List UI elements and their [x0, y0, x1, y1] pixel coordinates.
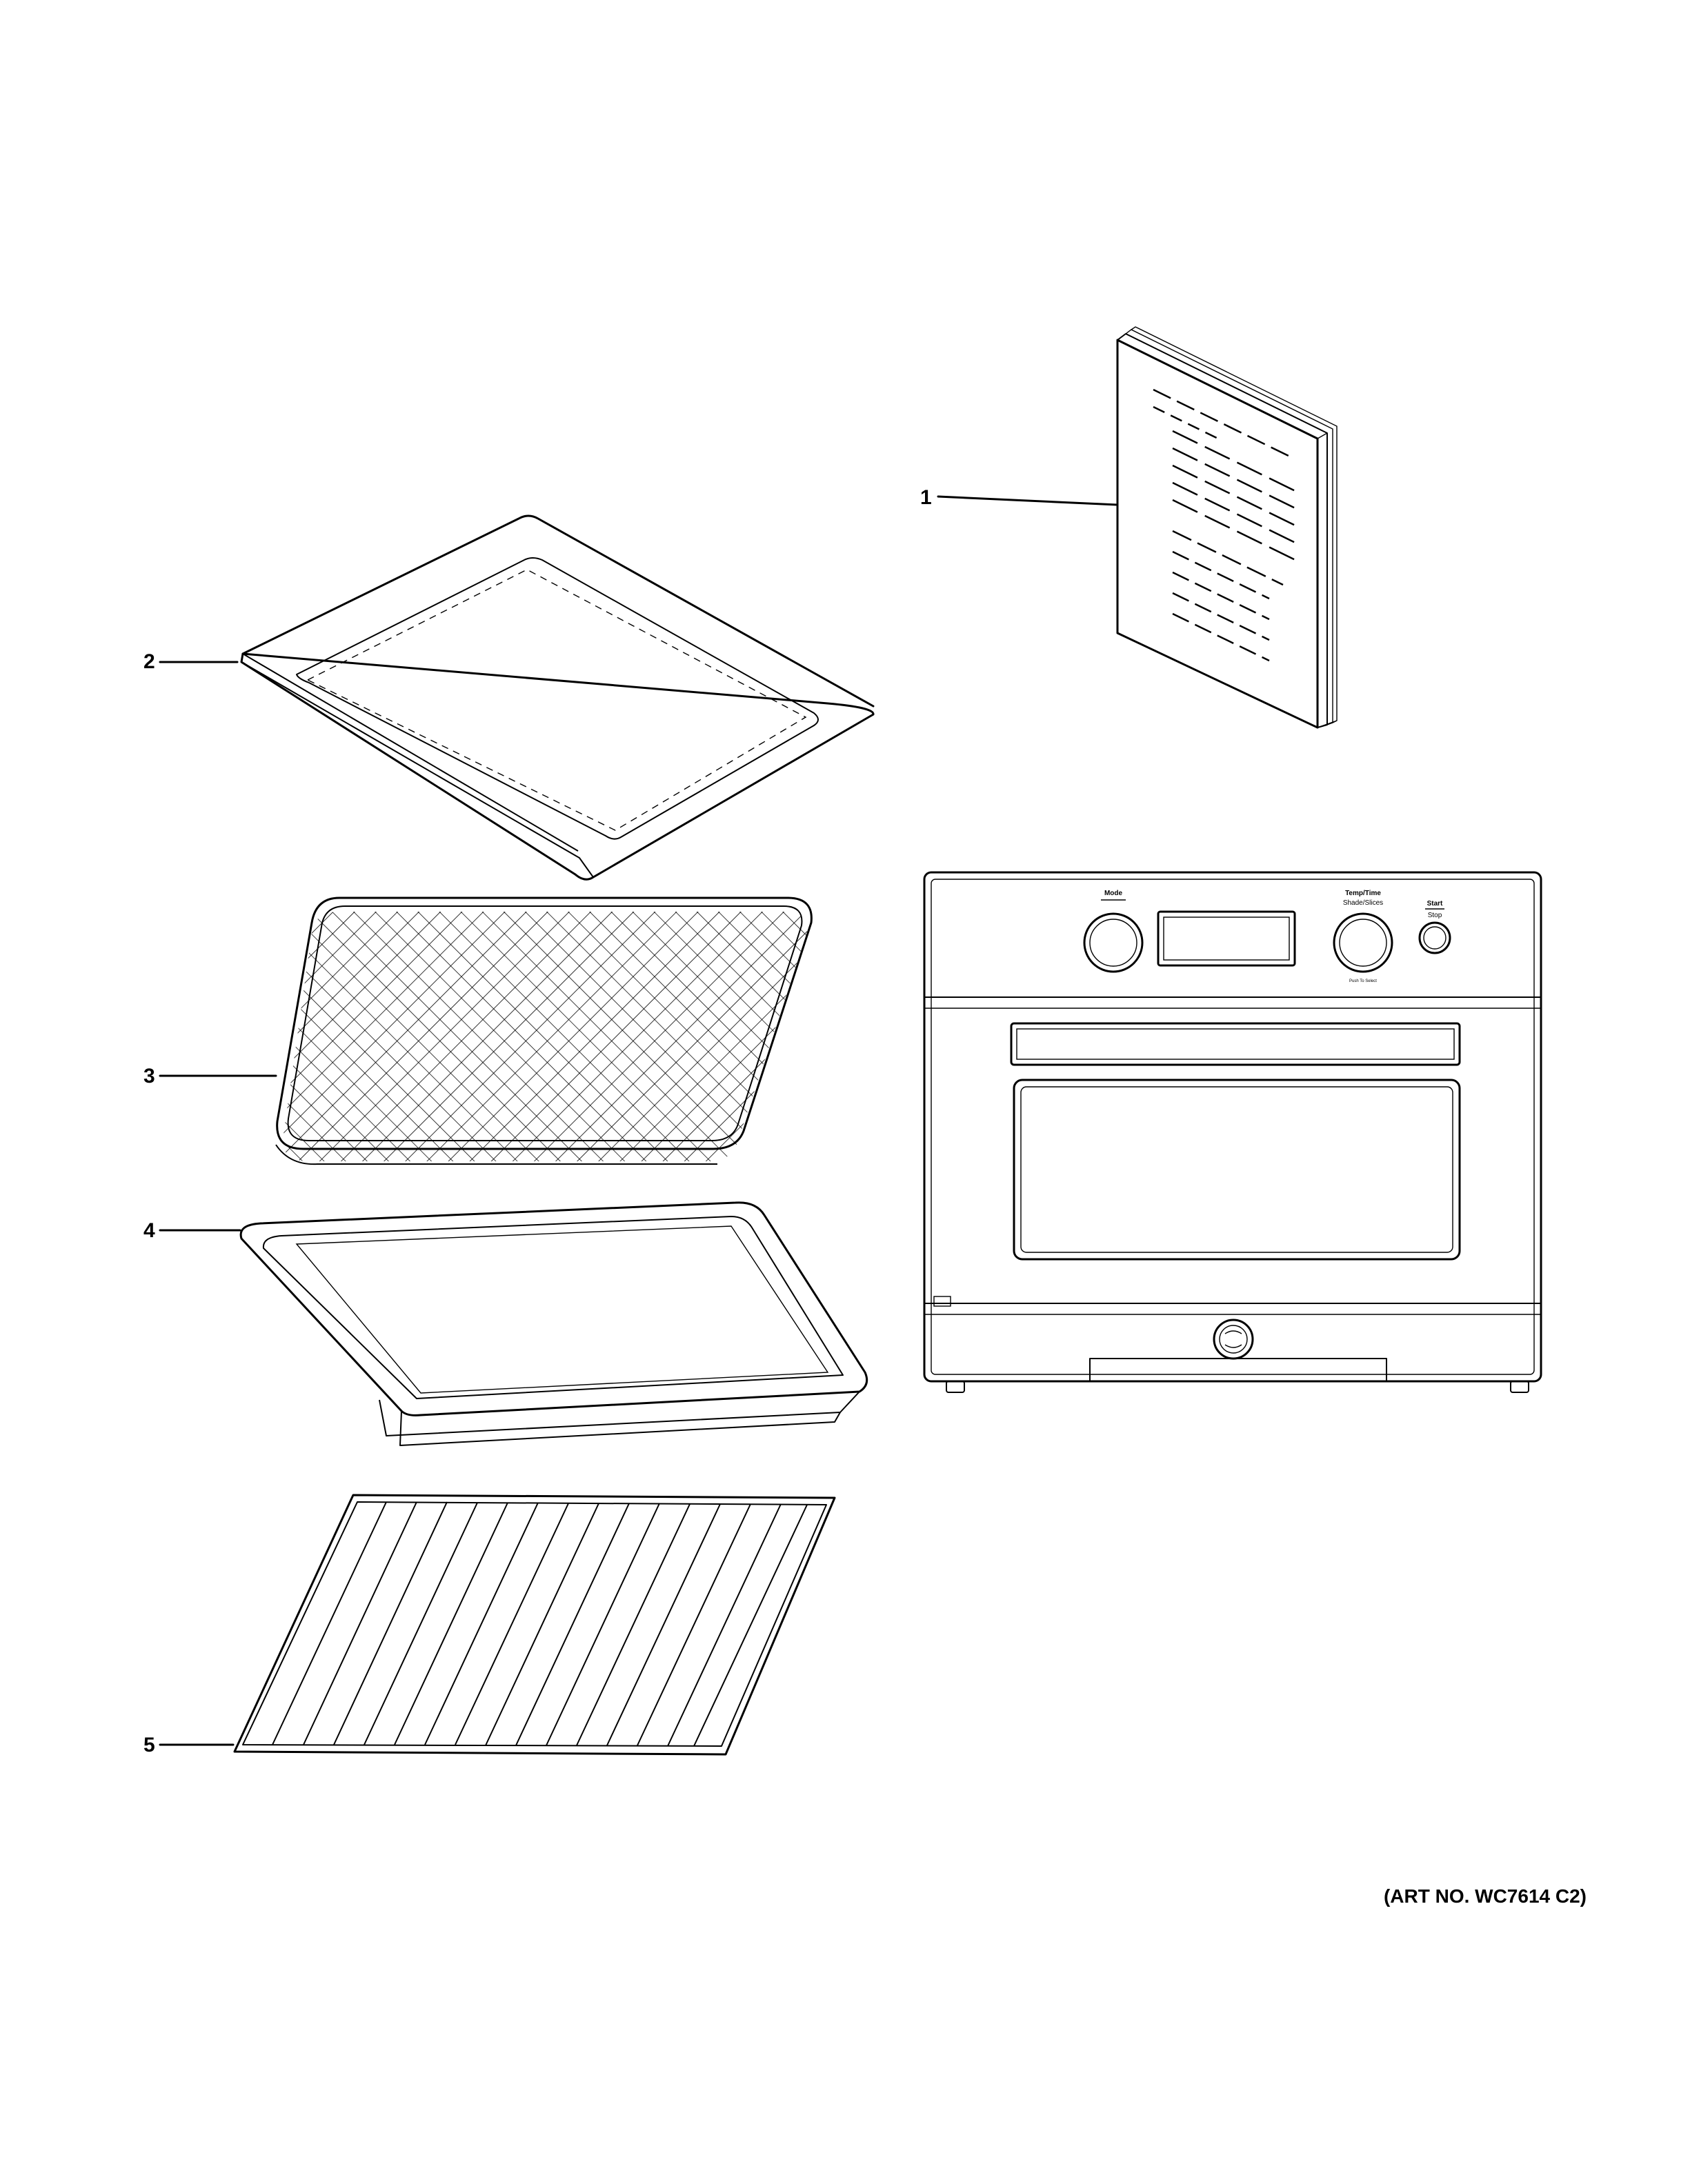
manual-booklet	[1116, 326, 1338, 729]
callout-number: 4	[143, 1219, 155, 1242]
door-handle	[1010, 1022, 1461, 1066]
air-fry-oven: Mode Temp/Time Shade/Slices Push To Sele…	[923, 871, 1542, 1393]
wire-rack	[233, 1494, 836, 1756]
start-label: Start	[1427, 900, 1443, 908]
crumb-tray	[240, 514, 875, 881]
push-to-select-label: Push To Select	[1349, 979, 1377, 983]
mode-label: Mode	[1104, 890, 1123, 897]
rack-wires	[272, 1501, 808, 1747]
callout-number: 2	[143, 650, 155, 673]
callout-number: 5	[143, 1734, 155, 1756]
callout-2: 2	[143, 650, 239, 673]
callout-3: 3	[143, 1065, 277, 1088]
callout-5: 5	[143, 1734, 235, 1756]
manual-text-lines	[1153, 388, 1298, 662]
start-stop-button	[1418, 921, 1451, 954]
oven-base	[946, 1319, 1529, 1393]
stop-label: Stop	[1428, 912, 1442, 919]
door-window	[1013, 1079, 1461, 1261]
callout-number: 1	[920, 486, 932, 509]
callout-1: 1	[920, 486, 1119, 509]
mode-knob	[1083, 912, 1144, 973]
temp-time-knob	[1333, 912, 1393, 973]
air-fry-basket	[275, 896, 813, 1165]
right-foot	[1510, 1381, 1529, 1393]
oven-door	[933, 1022, 1461, 1307]
art-number: (ART NO. WC7614 C2)	[1383, 1885, 1587, 1907]
shade-slices-label: Shade/Slices	[1343, 899, 1383, 907]
display-window	[1157, 910, 1296, 967]
callout-4: 4	[143, 1219, 241, 1242]
callout-number: 3	[143, 1065, 155, 1088]
left-foot	[946, 1381, 965, 1393]
baking-pan	[239, 1201, 868, 1446]
control-panel: Mode Temp/Time Shade/Slices Push To Sele…	[1083, 890, 1451, 983]
temp-time-label: Temp/Time	[1345, 890, 1381, 897]
